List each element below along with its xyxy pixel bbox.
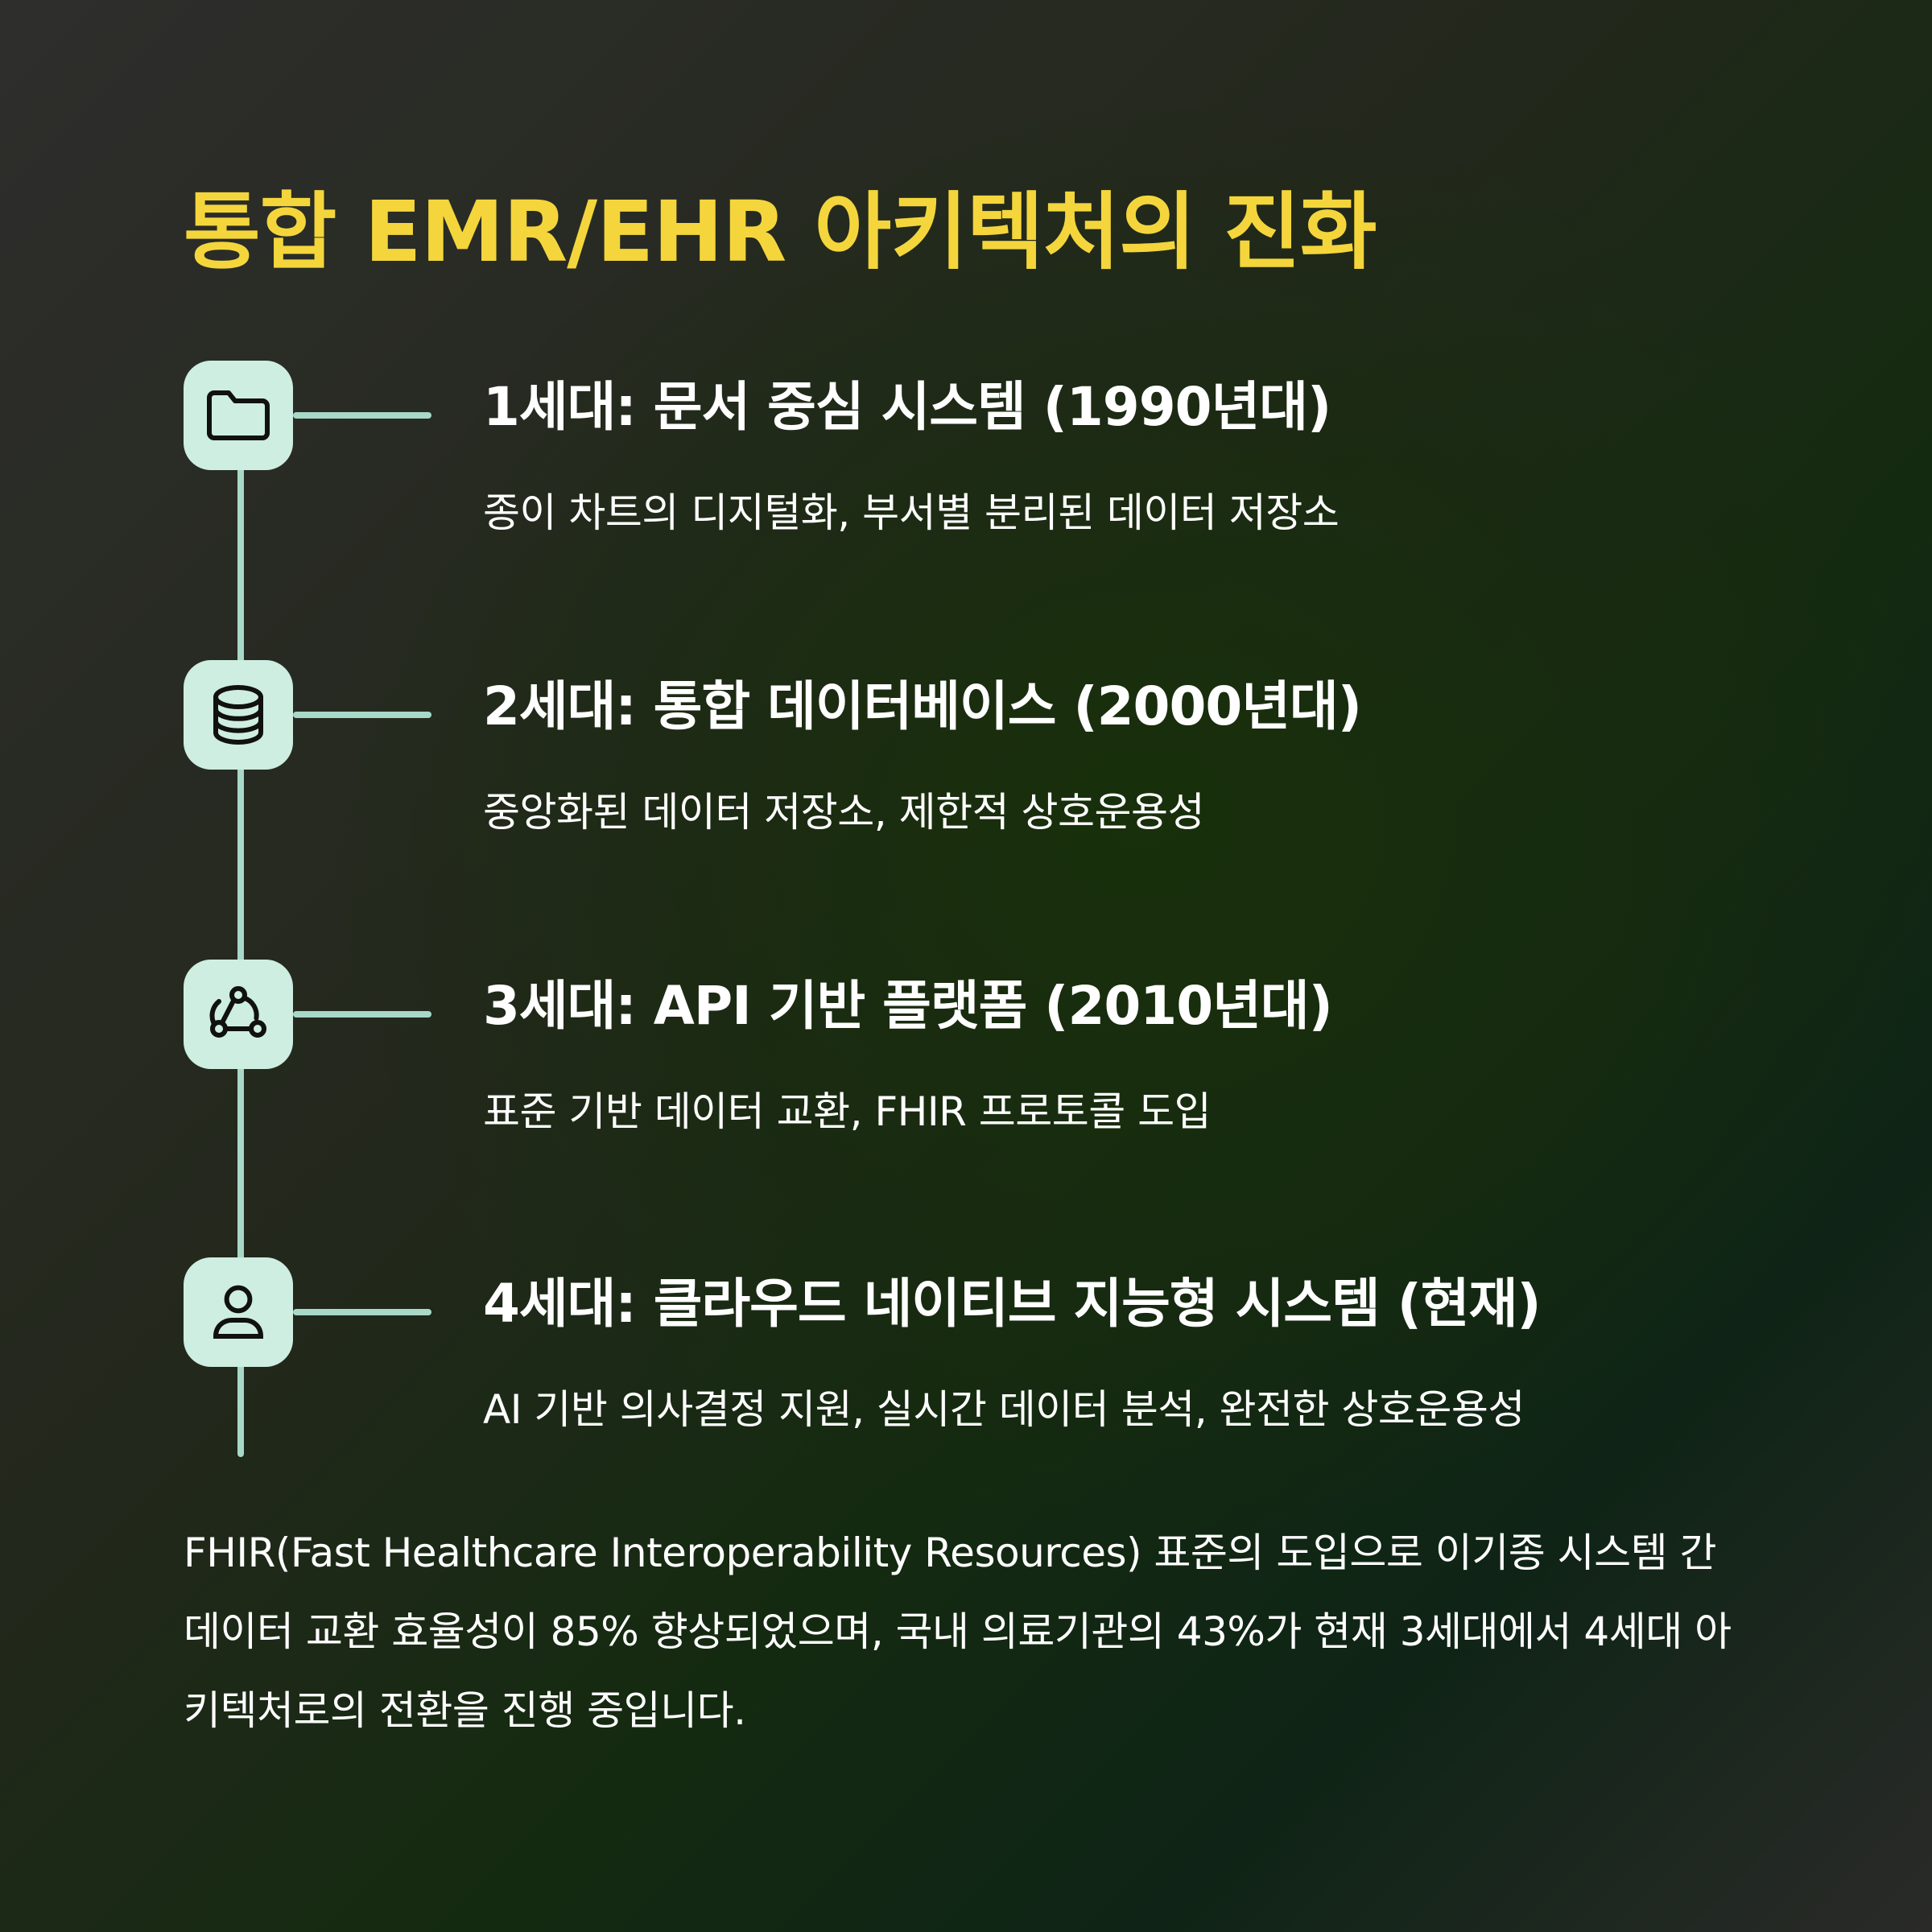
step-title-1: 1세대: 문서 중심 시스템 (1990년대) [483, 376, 1331, 438]
page-title: 통합 EMR/EHR 아키텍처의 진화 [184, 183, 1377, 281]
timeline-step-3: 3세대: API 기반 플랫폼 (2010년대) 표준 기반 데이터 교환, F… [0, 960, 1932, 1134]
timeline-connector-3 [293, 1011, 431, 1018]
timeline-connector-4 [293, 1309, 431, 1315]
step-description-2: 중앙화된 데이터 저장소, 제한적 상호운용성 [483, 789, 1204, 836]
user-icon [213, 1285, 264, 1339]
step-title-2: 2세대: 통합 데이터베이스 (2000년대) [483, 675, 1362, 737]
step-title-4: 4세대: 클라우드 네이티브 지능형 시스템 (현재) [483, 1273, 1541, 1335]
timeline-node-3 [184, 960, 293, 1069]
folder-icon [207, 390, 270, 440]
footer-note: FHIR(Fast Healthcare Interoperability Re… [184, 1530, 1732, 1734]
timeline-connector-1 [293, 412, 431, 419]
timeline-node-1 [184, 361, 293, 470]
webhook-icon [209, 986, 266, 1038]
timeline-node-2 [184, 660, 293, 770]
timeline-step-2: 2세대: 통합 데이터베이스 (2000년대) 중앙화된 데이터 저장소, 제한… [0, 660, 1932, 835]
timeline-connector-2 [293, 712, 431, 718]
step-description-1: 종이 차트의 디지털화, 부서별 분리된 데이터 저장소 [483, 489, 1340, 536]
step-description-3: 표준 기반 데이터 교환, FHIR 프로토콜 도입 [483, 1088, 1212, 1135]
timeline-line [237, 451, 244, 1457]
timeline-step-1: 1세대: 문서 중심 시스템 (1990년대) 종이 차트의 디지털화, 부서별… [0, 361, 1932, 535]
step-title-3: 3세대: API 기반 플랫폼 (2010년대) [483, 975, 1333, 1037]
timeline-node-4 [184, 1257, 293, 1367]
timeline-step-4: 4세대: 클라우드 네이티브 지능형 시스템 (현재) AI 기반 의사결정 지… [0, 1257, 1932, 1432]
database-icon [213, 685, 263, 745]
step-description-4: AI 기반 의사결정 지원, 실시간 데이터 분석, 완전한 상호운용성 [483, 1386, 1525, 1433]
